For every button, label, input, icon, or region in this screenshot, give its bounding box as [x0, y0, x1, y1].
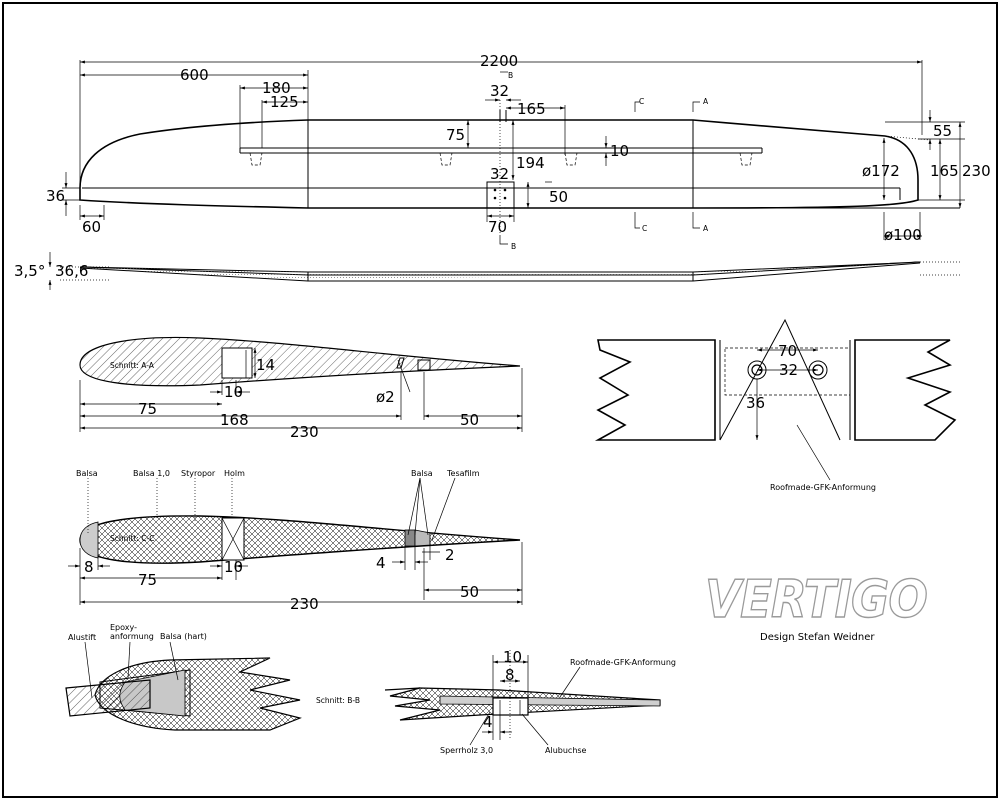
dim-60: 60: [82, 218, 101, 236]
cc-label-styropor: Styropor: [181, 469, 216, 478]
dim-125: 125: [270, 93, 299, 111]
joiner-dim-36: 36: [746, 394, 765, 412]
section-mark-c-bottom: C: [642, 224, 647, 233]
dim-span: 2200: [480, 52, 518, 70]
joiner-dim-70: 70: [778, 342, 797, 360]
dim-100: ø100: [884, 226, 922, 244]
tip-label-epoxy1: Epoxy-: [110, 623, 137, 632]
aa-dim-2: ø2: [376, 388, 395, 406]
tip-detail: Alustift Epoxy- anformung Balsa (hart): [65, 623, 302, 731]
section-a-a: Schnitt: A-A 14 10 ø2 75 168 230 50: [79, 336, 523, 441]
cc-label-holm: Holm: [224, 469, 245, 478]
section-mark-a-top: A: [703, 97, 709, 106]
section-mark-b-bottom: B: [511, 242, 516, 251]
section-cc-label: Schnitt: C-C: [110, 534, 154, 543]
aa-dim-14: 14: [256, 356, 275, 374]
design-credit: Design Stefan Weidner: [760, 632, 875, 643]
dim-194: 194: [516, 154, 545, 172]
logo-text: VERTIGO: [705, 570, 927, 630]
dim-36: 36: [46, 187, 65, 205]
dim-70: 70: [488, 218, 507, 236]
bb-dim-10: 10: [503, 648, 522, 666]
bb-label-alubuchse: Alubuchse: [545, 746, 587, 755]
cc-dim-230: 230: [290, 595, 319, 613]
cc-dim-2: 2: [445, 546, 455, 564]
dim-230: 230: [962, 162, 991, 180]
dim-180: 180: [262, 79, 291, 97]
dim-dihedral: 3,5°: [14, 262, 45, 280]
aa-dim-168: 168: [220, 411, 249, 429]
dim-165: 165: [930, 162, 959, 180]
wing-plan-view: [79, 100, 960, 235]
joiner-detail: 70 32 36 Roofmade-GFK-Anformung: [594, 318, 957, 492]
tip-label-alustift: Alustift: [68, 633, 96, 642]
tip-label-epoxy2: anformung: [110, 632, 154, 641]
dim-32-mid: 32: [490, 165, 509, 183]
dim-36-6: 36,6: [55, 262, 88, 280]
aa-dim-50: 50: [460, 411, 479, 429]
section-mark-a-bottom: A: [703, 224, 709, 233]
dim-50: 50: [549, 188, 568, 206]
cc-label-balsa: Balsa: [76, 469, 98, 478]
tip-label-balsa-hart: Balsa (hart): [160, 632, 207, 641]
dim-55: 55: [933, 122, 952, 140]
cc-label-tesafilm: Tesafilm: [446, 469, 480, 478]
section-c-c: Schnitt: C-C Balsa Balsa 1,0 Styropor Ho…: [68, 469, 523, 613]
cc-dim-75: 75: [138, 571, 157, 589]
joiner-dim-32: 32: [779, 361, 798, 379]
section-bb-label: Schnitt: B-B: [316, 696, 360, 705]
dim-165-top: 165: [517, 100, 546, 118]
aa-dim-230: 230: [290, 423, 319, 441]
bb-label-sperrholz: Sperrholz 3,0: [440, 746, 493, 755]
bb-dim-8: 8: [505, 666, 515, 684]
aa-dim-10: 10: [224, 383, 243, 401]
dim-10: 10: [610, 142, 629, 160]
aa-dim-75: 75: [138, 400, 157, 418]
cc-label-balsa10: Balsa 1,0: [133, 469, 170, 478]
cc-dim-4: 4: [376, 554, 386, 572]
section-mark-c-top: C: [639, 97, 644, 106]
section-mark-b-top: B: [508, 71, 513, 80]
cc-label-balsa-te: Balsa: [411, 469, 433, 478]
cc-dim-50: 50: [460, 583, 479, 601]
vertigo-logo: VERTIGO Design Stefan Weidner: [704, 569, 928, 643]
bb-note: Roofmade-GFK-Anformung: [570, 658, 676, 667]
dim-172: ø172: [862, 162, 900, 180]
section-aa-label: Schnitt: A-A: [110, 361, 155, 370]
wing-front-view: 3,5° 36,6: [14, 252, 960, 290]
section-b-b: Schnitt: B-B 10 8 4 Roofmade-GFK-Anformu…: [316, 648, 676, 755]
dim-32-top: 32: [490, 82, 509, 100]
joiner-note: Roofmade-GFK-Anformung: [770, 483, 876, 492]
dim-75: 75: [446, 126, 465, 144]
bb-dim-4: 4: [483, 713, 493, 731]
cc-dim-10: 10: [224, 558, 243, 576]
cc-dim-8: 8: [84, 558, 94, 576]
plan-dimensions: 2200 600 180 125 B 32 165 75 194 10 C A …: [46, 52, 991, 251]
dim-half-span: 600: [180, 66, 209, 84]
